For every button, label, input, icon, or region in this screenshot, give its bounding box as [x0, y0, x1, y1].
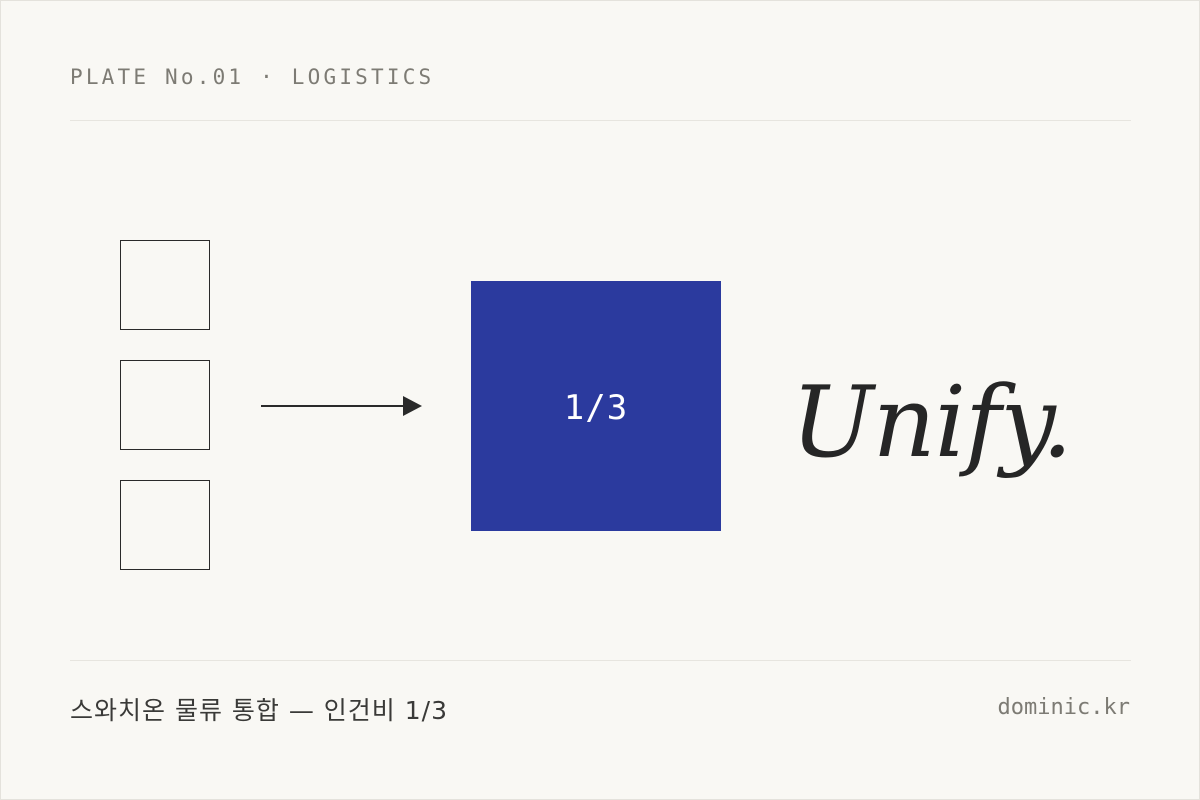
arrow-right-icon [261, 396, 422, 416]
source-box-1 [120, 240, 210, 330]
source-box-3 [120, 480, 210, 570]
header-divider [70, 120, 1131, 121]
unified-box: 1/3 [471, 281, 721, 531]
footer-signature: dominic.kr [997, 695, 1130, 720]
headline: Unify. [791, 366, 1073, 480]
plate-header-label: PLATE No.01 · LOGISTICS [70, 65, 435, 89]
footer-divider [70, 660, 1131, 661]
source-box-2 [120, 360, 210, 450]
footer-caption: 스와치온 물류 통합 — 인건비 1/3 [70, 696, 448, 725]
unified-box-label: 1/3 [563, 388, 629, 428]
